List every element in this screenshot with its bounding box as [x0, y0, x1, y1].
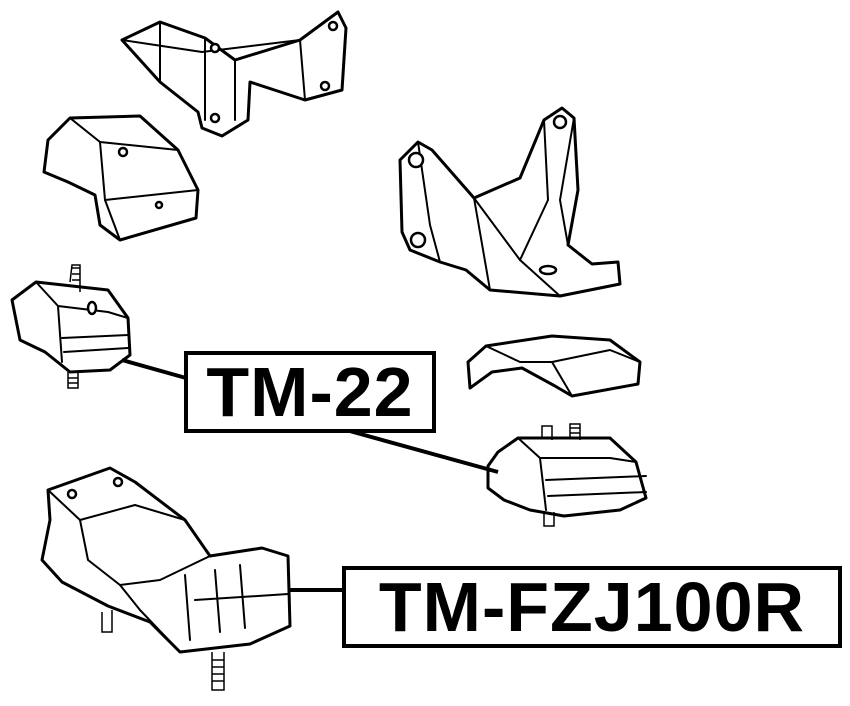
left-small-mount [10, 264, 132, 389]
bolt-hole [209, 112, 221, 124]
bolt-hole [538, 264, 558, 276]
part-number-text: TM-22 [206, 353, 414, 431]
bolt-hole [319, 80, 331, 92]
bolt-hole [112, 476, 124, 488]
bolt-hole [327, 20, 339, 32]
part-number-text: TM-FZJ100R [378, 568, 806, 646]
bolt-hole [407, 151, 425, 169]
right-bracket [398, 106, 622, 298]
bolt-hole [409, 231, 427, 249]
part-number-label-tm22: TM-22 [184, 351, 436, 433]
upper-left-bracket [120, 10, 348, 138]
leader-line-tm22-right [345, 428, 499, 474]
right-pad [466, 334, 642, 398]
bolt-hole [66, 488, 78, 500]
bolt-hole [209, 42, 221, 54]
leader-line-tm22-left [121, 358, 187, 380]
stud-hole [154, 200, 164, 210]
right-small-mount [486, 423, 648, 527]
stud-hole [86, 300, 98, 316]
part-number-label-fzj100r: TM-FZJ100R [342, 566, 842, 648]
bolt-hole [552, 114, 568, 130]
stud-hole [117, 146, 129, 158]
upper-left-pad [42, 114, 200, 242]
large-lower-mount [40, 466, 292, 691]
